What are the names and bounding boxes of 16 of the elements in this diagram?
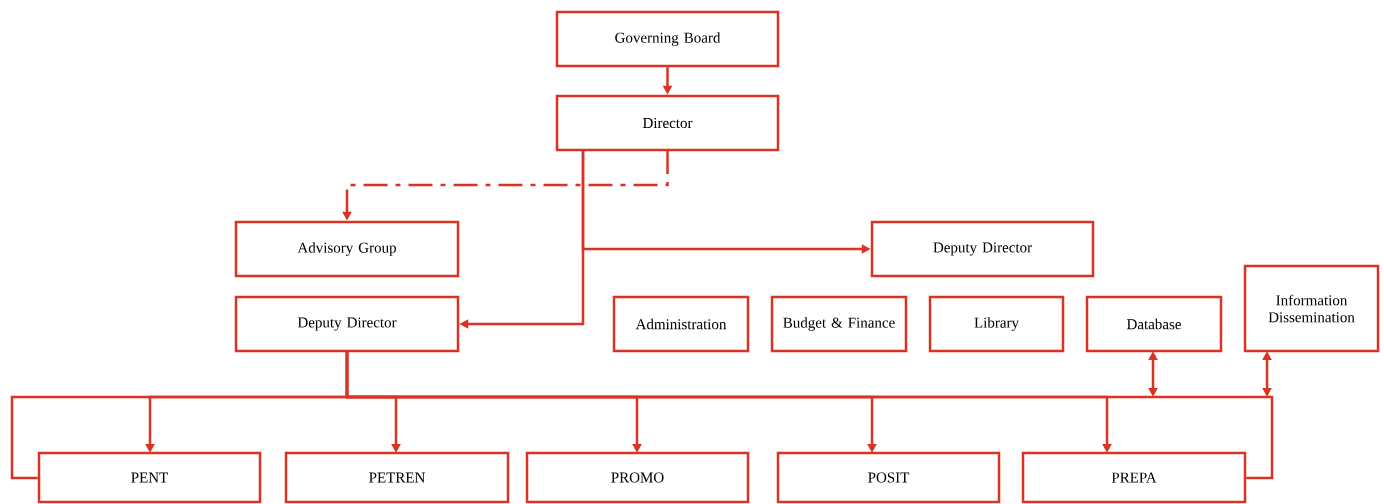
org-box: PETREN [284,451,510,504]
org-box: PENT [37,451,262,504]
org-box: Director [555,94,780,152]
org-box: PROMO [525,451,750,504]
org-box: Database [1085,295,1223,353]
org-box: Administration [612,295,750,353]
org-box: Deputy Director [870,220,1095,278]
org-box: Information Dissemination [1243,264,1380,353]
org-box: POSIT [776,451,1001,504]
org-box: Advisory Group [234,220,460,278]
connector-line [10,395,1274,480]
org-box: PREPA [1021,451,1247,504]
org-box: Library [928,295,1065,353]
org-box: Deputy Director [234,295,460,353]
org-box: Budget & Finance [770,295,908,353]
org-box: Governing Board [555,10,780,68]
